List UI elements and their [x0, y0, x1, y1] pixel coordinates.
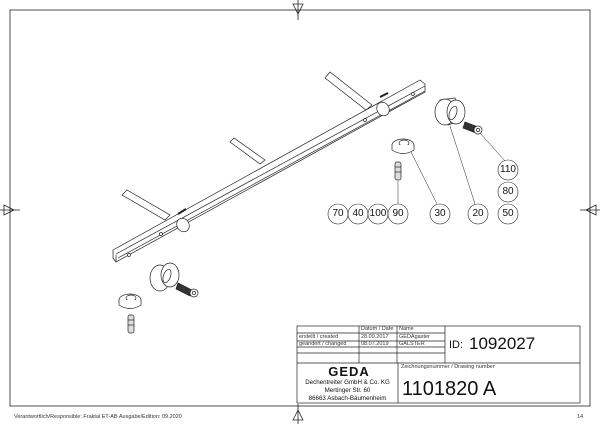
- parts-right: [391, 97, 483, 181]
- name-header: Name: [399, 326, 414, 332]
- item-balloons: [327, 159, 519, 225]
- balloon-30: 30: [434, 208, 446, 219]
- arrow-down-icon: [292, 3, 304, 15]
- date-header: Datum / Date: [361, 326, 394, 332]
- created-label: erstellt / created: [299, 334, 339, 340]
- company-city: 86663 Asbach-Bäumenheim: [308, 395, 387, 402]
- changed-label: geändert / changed: [299, 341, 347, 347]
- company-name: Dechentreiter GmbH & Co. KG: [305, 379, 390, 386]
- balloon-40: 40: [352, 208, 364, 219]
- id-value: 1092027: [469, 334, 536, 353]
- balloon-90: 90: [392, 208, 404, 219]
- balloon-50: 50: [502, 208, 514, 219]
- changed-name: GALSTER: [399, 341, 425, 347]
- created-date: 28.09.2017: [361, 334, 389, 340]
- company-street: Mertinger Str. 60: [324, 387, 371, 394]
- drawing-number: 1101820 A: [402, 378, 497, 400]
- title-block-grid: [296, 325, 581, 404]
- leader-lines: [397, 125, 506, 205]
- balloon-80: 80: [502, 186, 514, 197]
- arrow-right-icon: [3, 204, 15, 216]
- balloon-70: 70: [332, 208, 344, 219]
- rail-assembly: [112, 71, 426, 263]
- arrow-left-icon: [585, 204, 597, 216]
- arrow-up-icon: [292, 409, 304, 421]
- balloon-20: 20: [472, 208, 484, 219]
- balloon-100: 100: [369, 208, 387, 219]
- id-label: ID:: [449, 339, 464, 351]
- drawing-number-label: Zeichnungsnummer / Drawing number: [401, 364, 495, 370]
- page-number: 14: [577, 414, 584, 420]
- changed-date: 08.07.2019: [361, 341, 389, 347]
- parts-left: [118, 262, 199, 334]
- balloon-110: 110: [500, 164, 516, 175]
- geda-logo: GEDA: [328, 364, 370, 379]
- nipple-part: [394, 161, 402, 181]
- created-name: GEDAgaster: [399, 334, 430, 340]
- footer-responsible: Verantwortlich/Responsible: Fraktal ET-A…: [14, 414, 182, 420]
